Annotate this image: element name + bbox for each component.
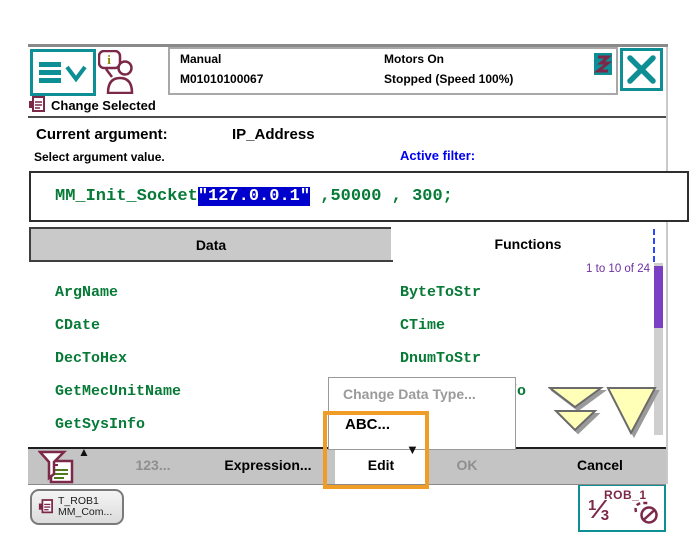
filter-button[interactable] [37, 450, 78, 484]
module-name: MM_Com... [58, 506, 113, 518]
scroll-to-end-button[interactable] [547, 385, 605, 440]
fraction-slash: ⁄ [596, 494, 601, 524]
ok-button: OK [456, 457, 478, 473]
list-row: CDate CTime [0, 315, 693, 348]
view-title-row: Change Selected [28, 95, 156, 116]
task-button[interactable]: T_ROB1 MM_Com... [30, 489, 124, 525]
tab-functions[interactable]: Functions [391, 227, 665, 260]
bottom-toolbar: ▲ 123... Expression... Edit OK Cancel [28, 445, 666, 485]
expression-button[interactable]: Expression... [224, 457, 312, 473]
execution-state: Stopped (Speed 100%) [384, 72, 514, 86]
window-right-edge [666, 47, 668, 484]
function-item[interactable]: CDate [55, 317, 101, 334]
focus-indicator [653, 229, 655, 262]
instruction-name: MM_Init_Socket [55, 187, 198, 206]
controller-status-panel[interactable]: Manual M01010100067 Motors On Stopped (S… [168, 47, 618, 95]
hamburger-icon [39, 61, 87, 83]
current-argument-label: Current argument: [36, 126, 168, 143]
numeric-keyboard-button: 123... [135, 457, 171, 473]
edit-menu-popup: Change Data Type... ABC... [328, 377, 516, 450]
close-icon [627, 55, 656, 84]
chevron-down-icon [65, 65, 87, 82]
function-item[interactable]: DnumToStr [400, 350, 482, 367]
double-down-icon [547, 387, 605, 432]
scrollbar-thumb[interactable] [654, 266, 663, 328]
active-mechunit-label: ROB_1 [604, 488, 647, 502]
operator-message-icon: i [97, 49, 134, 95]
task-name: T_ROB1 [58, 494, 99, 507]
operator-message-button[interactable]: i [97, 49, 134, 99]
function-item[interactable]: DecToHex [55, 350, 128, 367]
down-icon [606, 387, 657, 436]
menu-item-change-data-type: Change Data Type... [343, 386, 476, 402]
edit-button[interactable]: Edit [367, 457, 395, 473]
function-list: ArgName ByteToStr CDate CTime DecToHex D… [0, 282, 693, 447]
event-log-icon [593, 53, 613, 75]
function-item[interactable]: ByteToStr [400, 284, 482, 301]
function-item[interactable]: CTime [400, 317, 446, 334]
caret-up-icon: ▲ [78, 445, 90, 459]
list-range-label: 1 to 10 of 24 [586, 263, 650, 275]
page-denominator: 3 [600, 507, 610, 524]
top-divider [28, 44, 668, 47]
active-filter-label: Active filter: [400, 148, 476, 163]
edit-button-active-bg [335, 449, 427, 484]
list-row: DecToHex DnumToStr [0, 348, 693, 381]
selected-argument[interactable]: "127.0.0.1" [197, 187, 311, 206]
speed-limit-icon [632, 500, 659, 531]
controller-id: M01010100067 [180, 72, 264, 86]
title-divider [28, 116, 668, 118]
svg-text:i: i [107, 52, 111, 67]
motors-state: Motors On [384, 52, 444, 66]
instruction-args: ,50000 , 300; [310, 187, 453, 206]
list-row: GetSysInfo [0, 414, 693, 447]
list-row: ArgName ByteToStr [0, 282, 693, 315]
mechunit-page-indicator: 1⁄3 [588, 494, 609, 525]
function-item[interactable]: GetSysInfo [55, 416, 146, 433]
tab-data[interactable]: Data [29, 227, 393, 262]
task-module-icon [38, 498, 53, 513]
operating-mode: Manual [180, 52, 222, 66]
cancel-button[interactable]: Cancel [577, 457, 623, 473]
filter-icon [37, 450, 74, 484]
current-argument-value: IP_Address [232, 126, 315, 143]
close-button[interactable] [620, 48, 663, 91]
function-item[interactable]: ArgName [55, 284, 119, 301]
menu-item-abc[interactable]: ABC... [345, 416, 390, 433]
quickset-button[interactable]: ROB_1 1⁄3 [578, 484, 666, 532]
instruction-preview[interactable]: MM_Init_Socket"127.0.0.1" ,50000 , 300; [29, 171, 689, 222]
caret-down-icon: ▼ [406, 442, 419, 457]
function-item[interactable]: GetMecUnitName [55, 383, 182, 400]
page-title: Change Selected [51, 98, 156, 113]
program-data-icon [29, 96, 45, 112]
instruction-text: Select argument value. [34, 150, 165, 164]
main-menu-button[interactable] [30, 49, 96, 96]
scroll-down-button[interactable] [606, 385, 658, 442]
page-numerator: 1 [588, 497, 597, 514]
scrollbar-track[interactable] [654, 263, 663, 435]
